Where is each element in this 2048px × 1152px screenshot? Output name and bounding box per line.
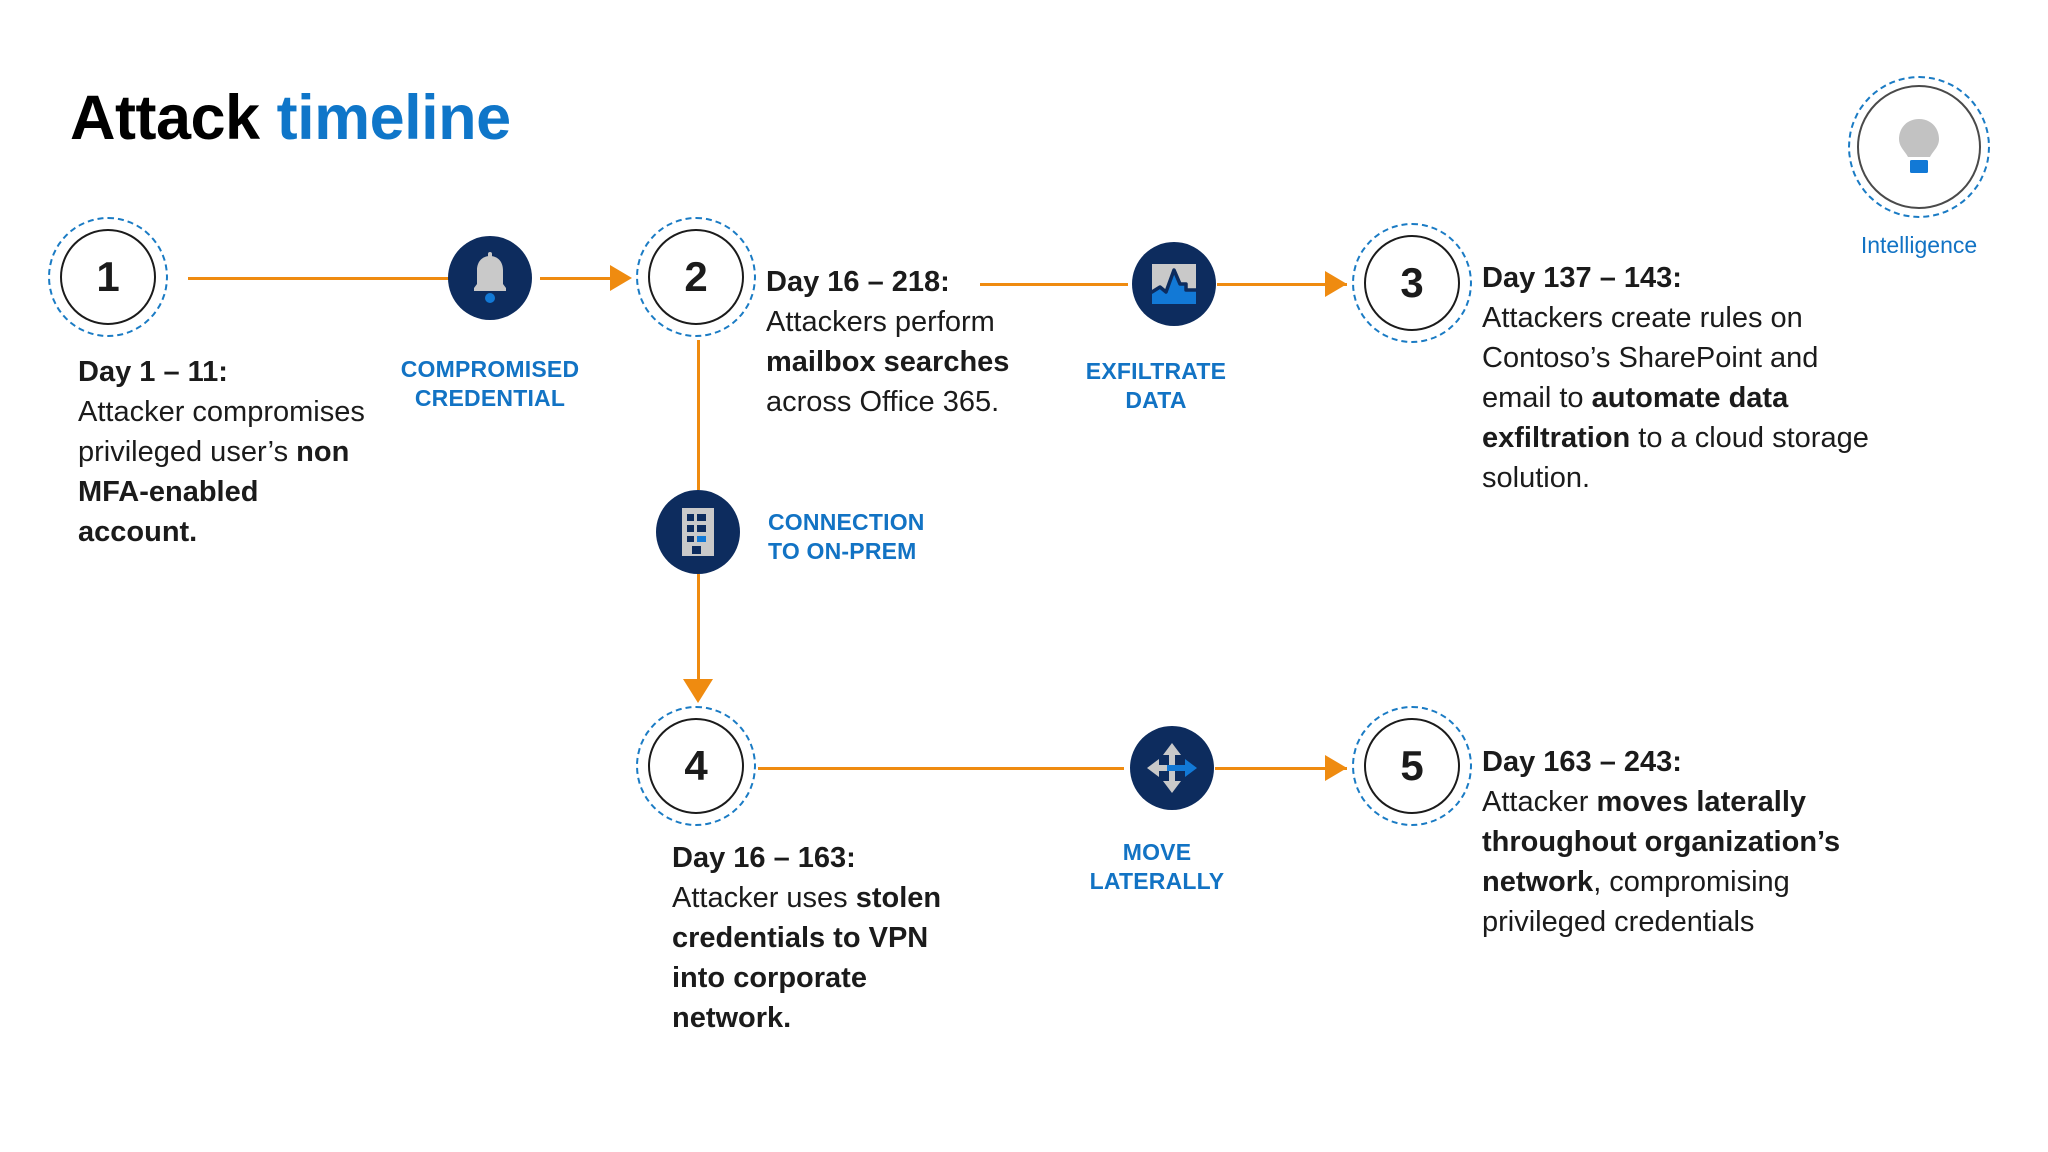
step-1-body: Attacker compromises privileged user’s n… xyxy=(78,396,365,549)
step-4-number: 4 xyxy=(684,742,708,789)
connector-exfiltrate-to-3 xyxy=(1217,283,1347,286)
connector-1-to-bell xyxy=(188,277,458,280)
legend-solid-ring xyxy=(1857,85,1981,209)
step-4-lead: Day 16 – 163: xyxy=(672,842,856,874)
connector-4-to-lateral xyxy=(758,767,1124,770)
step-3-number: 3 xyxy=(1400,259,1424,306)
step-1-description: Day 1 – 11: Attacker compromises privile… xyxy=(78,352,378,552)
arrowhead-to-step-2 xyxy=(610,265,632,291)
connector-bell-to-2 xyxy=(540,277,624,280)
technique-exfiltrate-data[interactable] xyxy=(1132,242,1216,326)
legend-label: Intelligence xyxy=(1860,232,1978,258)
technique-connection-on-prem-label: CONNECTION TO ON-PREM xyxy=(768,509,925,565)
connector-lateral-to-5 xyxy=(1215,767,1347,770)
page-title: Attack timeline xyxy=(70,82,511,154)
step-2-dashed-ring xyxy=(636,217,756,337)
step-2-solid-ring: 2 xyxy=(648,229,744,325)
bell-icon xyxy=(474,252,506,303)
step-4-solid-ring: 4 xyxy=(648,718,744,814)
step-1-number: 1 xyxy=(96,253,120,300)
step-3-solid-ring: 3 xyxy=(1364,235,1460,331)
step-3-description: Day 137 – 143: Attackers create rules on… xyxy=(1482,258,1882,498)
step-1-lead: Day 1 – 11: xyxy=(78,356,228,388)
technique-compromised-credential-label: COMPROMISED CREDENTIAL xyxy=(400,356,580,412)
step-2-description: Day 16 – 218: Attackers perform mailbox … xyxy=(766,262,1056,422)
step-5-number: 5 xyxy=(1400,742,1424,789)
step-node-2[interactable]: 2 xyxy=(636,217,760,341)
arrowhead-to-step-5 xyxy=(1325,755,1347,781)
office-building-icon xyxy=(682,508,714,556)
step-4-body: Attacker uses stolen credentials to VPN … xyxy=(672,882,942,1035)
legend-dashed-ring xyxy=(1848,76,1990,218)
connector-2-to-onprem xyxy=(697,340,700,490)
step-2-body: Attackers perform mailbox searches acros… xyxy=(766,306,1010,419)
step-node-1[interactable]: 1 xyxy=(48,217,172,341)
arrowhead-to-step-3 xyxy=(1325,271,1347,297)
step-node-4[interactable]: 4 xyxy=(636,706,760,830)
step-node-5[interactable]: 5 xyxy=(1352,706,1476,830)
step-3-lead: Day 137 – 143: xyxy=(1482,262,1682,294)
step-4-description: Day 16 – 163: Attacker uses stolen crede… xyxy=(672,838,982,1038)
intelligence-legend: Intelligence xyxy=(1848,76,1990,258)
connector-2-to-exfiltrate xyxy=(980,283,1128,286)
technique-compromised-credential[interactable] xyxy=(448,236,532,320)
step-4-dashed-ring xyxy=(636,706,756,826)
step-5-lead: Day 163 – 243: xyxy=(1482,746,1682,778)
step-3-dashed-ring xyxy=(1352,223,1472,343)
step-5-body: Attacker moves laterally throughout orga… xyxy=(1482,786,1841,939)
page-title-part1: Attack xyxy=(70,83,260,153)
connector-onprem-to-4 xyxy=(697,574,700,694)
step-2-number: 2 xyxy=(684,253,708,300)
step-5-solid-ring: 5 xyxy=(1364,718,1460,814)
technique-move-laterally-label: MOVE LATERALLY xyxy=(1089,839,1225,895)
page-title-part2: timeline xyxy=(276,83,512,153)
chart-exfiltration-icon xyxy=(1150,264,1198,304)
step-3-body: Attackers create rules on Contoso’s Shar… xyxy=(1482,302,1869,495)
technique-move-laterally[interactable] xyxy=(1130,726,1214,810)
technique-connection-on-prem[interactable] xyxy=(656,490,740,574)
step-5-dashed-ring xyxy=(1352,706,1472,826)
step-1-solid-ring: 1 xyxy=(60,229,156,325)
four-way-arrows-icon xyxy=(1147,743,1197,793)
step-1-dashed-ring xyxy=(48,217,168,337)
step-2-lead: Day 16 – 218: xyxy=(766,266,950,298)
step-node-3[interactable]: 3 xyxy=(1352,223,1476,347)
step-5-description: Day 163 – 243: Attacker moves laterally … xyxy=(1482,742,1902,942)
lightbulb-icon xyxy=(1899,119,1939,173)
technique-exfiltrate-data-label: EXFILTRATE DATA xyxy=(1085,358,1227,414)
arrowhead-to-step-4 xyxy=(683,679,713,703)
